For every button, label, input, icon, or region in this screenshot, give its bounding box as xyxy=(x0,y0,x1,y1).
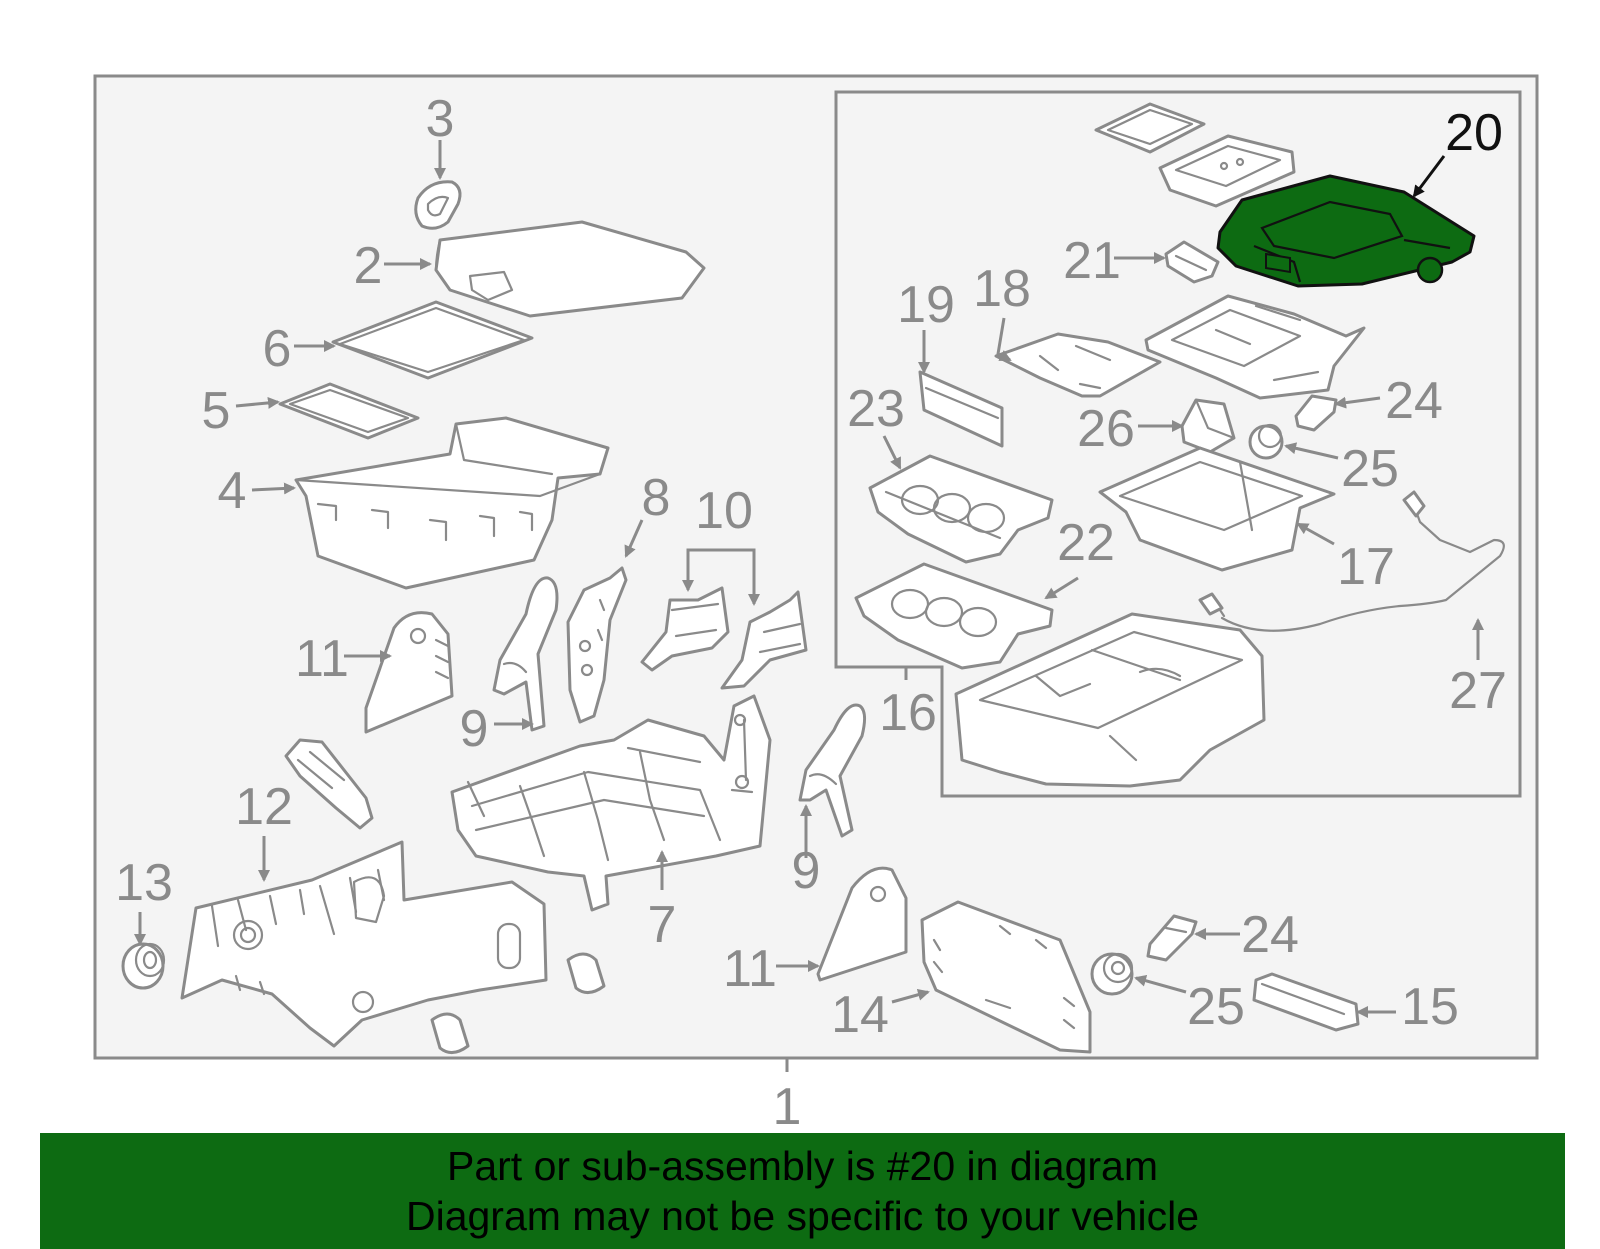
part-15-tray xyxy=(1252,972,1360,1032)
leader-20 xyxy=(1412,155,1446,198)
part-24-upper-clip xyxy=(1294,394,1338,432)
callout-25b: 25 xyxy=(1187,978,1245,1036)
callout-24b: 24 xyxy=(1241,906,1299,964)
part-17-bin-liner xyxy=(1098,446,1336,572)
callout-5: 5 xyxy=(202,382,231,440)
callout-17: 17 xyxy=(1337,538,1395,596)
part-13-grommet xyxy=(121,942,166,990)
footer-line-1: Part or sub-assembly is #20 in diagram xyxy=(447,1143,1158,1189)
callout-9a: 9 xyxy=(460,700,489,758)
part-26-bracket xyxy=(1180,398,1236,454)
callout-19: 19 xyxy=(897,276,955,334)
leader-14 xyxy=(891,988,930,1004)
callout-20: 20 xyxy=(1445,104,1503,162)
callout-7: 7 xyxy=(648,896,677,954)
leader-25a xyxy=(1284,442,1339,460)
leader-5 xyxy=(235,396,280,409)
callout-26: 26 xyxy=(1077,400,1135,458)
callout-9b: 9 xyxy=(792,842,821,900)
part-10-right-bracket xyxy=(720,590,808,690)
part-23-cupholder xyxy=(868,454,1054,564)
callout-6: 6 xyxy=(263,320,292,378)
part-27-harness xyxy=(1198,490,1505,632)
part-12-wiring-bracket xyxy=(284,738,374,830)
leader-22 xyxy=(1044,576,1079,600)
leader-4 xyxy=(251,482,296,495)
part-11-upper-bracket xyxy=(364,611,454,734)
part-10-left-bracket xyxy=(640,586,730,672)
callout-21: 21 xyxy=(1063,232,1121,290)
callout-11b: 11 xyxy=(723,940,777,998)
part-4-storage-bin xyxy=(294,416,610,590)
callout-25a: 25 xyxy=(1341,440,1399,498)
part-12-lower-base xyxy=(180,840,548,1048)
callout-4: 4 xyxy=(218,462,247,520)
seat-base-assembly xyxy=(954,612,1266,788)
footer-banner: Part or sub-assembly is #20 in diagram D… xyxy=(40,1133,1565,1249)
part-24-lower-clip xyxy=(1146,914,1198,962)
leader-23 xyxy=(882,435,902,470)
part-11-lower-bracket xyxy=(816,866,908,982)
callout-18: 18 xyxy=(973,260,1031,318)
part-14-panel xyxy=(920,900,1092,1054)
top-cover-plate xyxy=(1094,102,1206,154)
leader-8 xyxy=(624,519,644,558)
leader-25b xyxy=(1134,974,1187,994)
lid-inner-tray xyxy=(1158,134,1296,208)
part-19-divider xyxy=(918,370,1004,448)
callout-3: 3 xyxy=(426,90,455,148)
small-cap-upper xyxy=(566,952,606,994)
part-2-lid-cover xyxy=(434,220,706,318)
callout-16: 16 xyxy=(879,684,937,742)
leader-24a xyxy=(1334,396,1381,409)
callout-23: 23 xyxy=(847,380,905,438)
part-8-pivot-bracket xyxy=(566,566,628,724)
callout-22: 22 xyxy=(1057,514,1115,572)
callout-11a: 11 xyxy=(295,630,349,688)
small-cap-lower xyxy=(430,1012,470,1054)
callout-12: 12 xyxy=(235,778,293,836)
leader-17 xyxy=(1296,522,1335,546)
part-18-liner xyxy=(994,332,1162,398)
footer-line-2: Diagram may not be specific to your vehi… xyxy=(405,1193,1199,1239)
callout-10: 10 xyxy=(695,482,753,540)
part-3-clip xyxy=(414,180,462,230)
hinge-plate-assembly xyxy=(1144,294,1366,400)
part-22-tray xyxy=(854,562,1054,670)
part-20-armrest-lid xyxy=(1216,174,1476,288)
part-25-lower-grommet xyxy=(1090,952,1134,996)
leader-18 xyxy=(996,317,1012,362)
callout-8: 8 xyxy=(642,469,671,527)
callout-24a: 24 xyxy=(1385,372,1443,430)
callout-14: 14 xyxy=(831,986,889,1044)
part-25-upper-grommet xyxy=(1248,423,1284,460)
part-5-pad xyxy=(278,382,420,440)
part-21-latch xyxy=(1164,240,1220,284)
part-9-lower-hinge xyxy=(798,703,867,838)
callout-15: 15 xyxy=(1401,978,1459,1036)
part-9-upper-hinge xyxy=(492,576,559,732)
callout-13: 13 xyxy=(115,854,173,912)
callout-27: 27 xyxy=(1449,662,1507,720)
part-7-seat-frame xyxy=(450,694,772,912)
callout-1: 1 xyxy=(773,1078,802,1136)
callout-2: 2 xyxy=(354,237,383,295)
part-6-pad xyxy=(331,300,534,380)
